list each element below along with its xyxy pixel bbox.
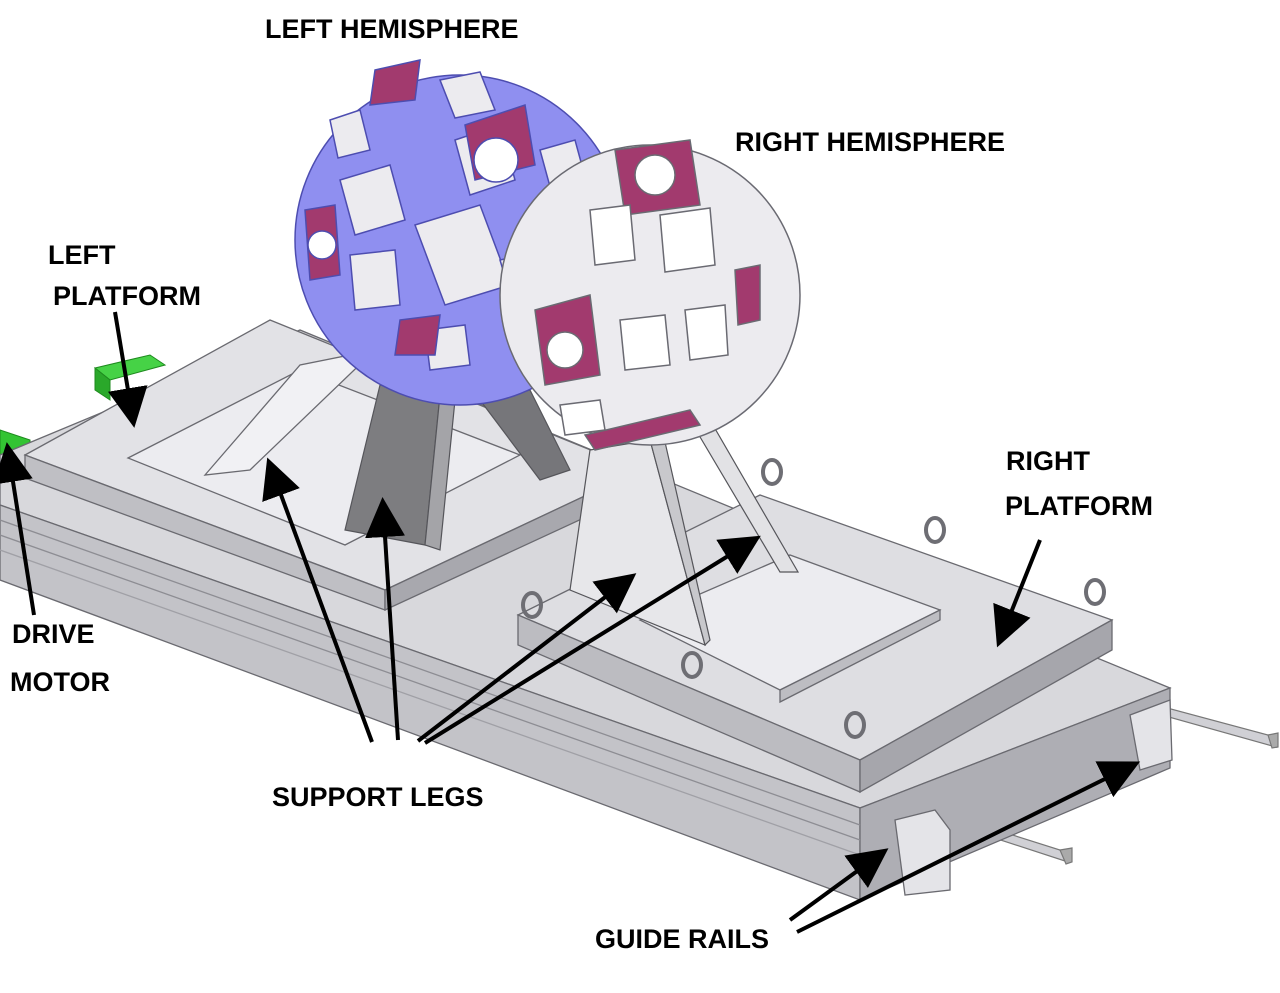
guide-rails-arrow-1 xyxy=(788,848,889,922)
label-left-platform-line1: LEFT xyxy=(48,240,116,270)
support-legs-arrow-3 xyxy=(416,573,637,743)
label-left-platform-line2: PLATFORM xyxy=(53,281,201,311)
label-right-platform-line2: PLATFORM xyxy=(1005,491,1153,521)
support-legs-arrow-1 xyxy=(262,457,374,743)
callout-arrows xyxy=(0,311,1141,934)
label-guide-rails: GUIDE RAILS xyxy=(595,924,770,954)
right-hemisphere xyxy=(499,139,801,451)
label-support-legs: SUPPORT LEGS xyxy=(272,782,484,812)
label-left-hemisphere: LEFT HEMISPHERE xyxy=(265,14,519,44)
eye-bolts xyxy=(521,458,1106,739)
left-platform xyxy=(23,319,642,612)
drive-motor-arrow xyxy=(0,442,36,616)
label-drive-motor-line1: DRIVE xyxy=(12,619,95,649)
support-legs-arrow-4 xyxy=(423,535,761,745)
label-right-platform-line1: RIGHT xyxy=(1006,446,1090,476)
right-platform-arrow xyxy=(993,539,1042,648)
left-platform-arrow xyxy=(108,311,148,428)
guide-rails-arrow-2 xyxy=(796,761,1141,934)
support-legs-arrow-2 xyxy=(365,497,405,741)
label-right-hemisphere: RIGHT HEMISPHERE xyxy=(735,127,1006,157)
label-drive-motor-line2: MOTOR xyxy=(10,667,110,697)
